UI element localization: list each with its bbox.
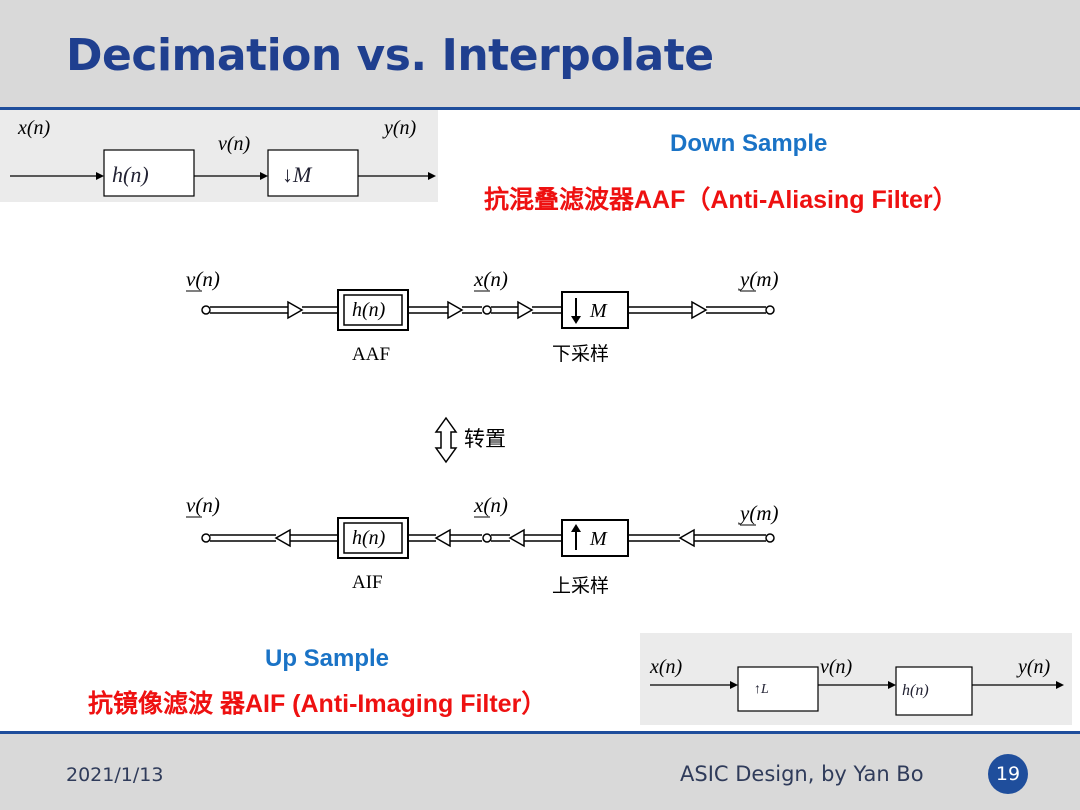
top-sampler-label: M	[589, 300, 608, 322]
transpose-diagram: v(n) x(n) y(m) h(n) AAF M 下采样	[186, 267, 778, 597]
title-divider	[0, 107, 1080, 110]
transpose-indicator: 转置	[434, 416, 506, 464]
interpolator-input-signal: x(n)	[649, 656, 683, 678]
decimator-mid-signal: v(n)	[218, 133, 251, 155]
bottom-signal-right: y(m)	[738, 501, 778, 525]
top-signal-right: y(m)	[738, 267, 778, 291]
bottom-filter-caption: AIF	[352, 572, 383, 593]
top-filter-label: h(n)	[352, 299, 386, 321]
bottom-signal-left: v(n)	[186, 493, 220, 517]
footer-credit: ASIC Design, by Yan Bo	[680, 762, 924, 786]
decimator-downsampler-label: ↓M	[282, 162, 313, 187]
decimator-input-signal: x(n)	[17, 117, 51, 139]
top-filter-caption: AAF	[352, 344, 390, 365]
bottom-filter-label: h(n)	[352, 527, 386, 549]
top-sampler-caption: 下采样	[552, 343, 609, 365]
up-arrow-icon	[571, 524, 581, 532]
transpose-label: 转置	[464, 427, 506, 451]
aaf-caption: 抗混叠滤波器AAF（Anti-Aliasing Filter）	[484, 186, 958, 214]
decimator-filter-box	[103, 149, 195, 197]
interpolator-upsampler-box	[737, 666, 819, 712]
top-signal-mid: x(n)	[473, 267, 508, 291]
double-arrow-icon	[434, 416, 458, 464]
footer-date: 2021/1/13	[66, 764, 164, 786]
top-downsampler-box	[561, 291, 629, 329]
top-signal-left: v(n)	[186, 267, 220, 291]
transpose-top-row: v(n) x(n) y(m) h(n) AAF M 下采样	[186, 267, 778, 365]
bottom-upsampler-box	[561, 519, 629, 557]
interpolator-mid-signal: v(n)	[820, 656, 853, 678]
up-sample-label: Up Sample	[265, 645, 390, 672]
aif-caption: 抗镜像滤波 器AIF (Anti-Imaging Filter）	[88, 690, 547, 718]
bottom-signal-mid: x(n)	[473, 493, 508, 517]
decimator-diagram: x(n) v(n) y(n) h(n) ↓M	[0, 110, 438, 202]
title-bar	[0, 0, 1080, 108]
transpose-bottom-row: v(n) x(n) y(m) h(n) AIF M 上采样	[186, 493, 778, 597]
interpolator-filter-label: h(n)	[902, 682, 929, 699]
interpolator-upsampler-label: ↑L	[754, 682, 769, 697]
footer-divider	[0, 731, 1080, 734]
page-number-badge: 19	[988, 754, 1028, 794]
interpolator-filter-box	[895, 666, 973, 716]
slide-title: Decimation vs. Interpolate	[66, 30, 714, 81]
down-sample-label: Down Sample	[670, 130, 828, 157]
interpolator-diagram: x(n) v(n) y(n) ↑L h(n)	[640, 633, 1072, 725]
down-arrow-icon	[571, 316, 581, 324]
decimator-output-signal: y(n)	[382, 117, 417, 139]
decimator-filter-label: h(n)	[112, 162, 149, 187]
bottom-sampler-caption: 上采样	[552, 575, 609, 597]
decimator-downsampler-box	[267, 149, 359, 197]
interpolator-output-signal: y(n)	[1016, 656, 1051, 678]
footer-bar	[0, 734, 1080, 810]
bottom-sampler-label: M	[589, 528, 608, 550]
